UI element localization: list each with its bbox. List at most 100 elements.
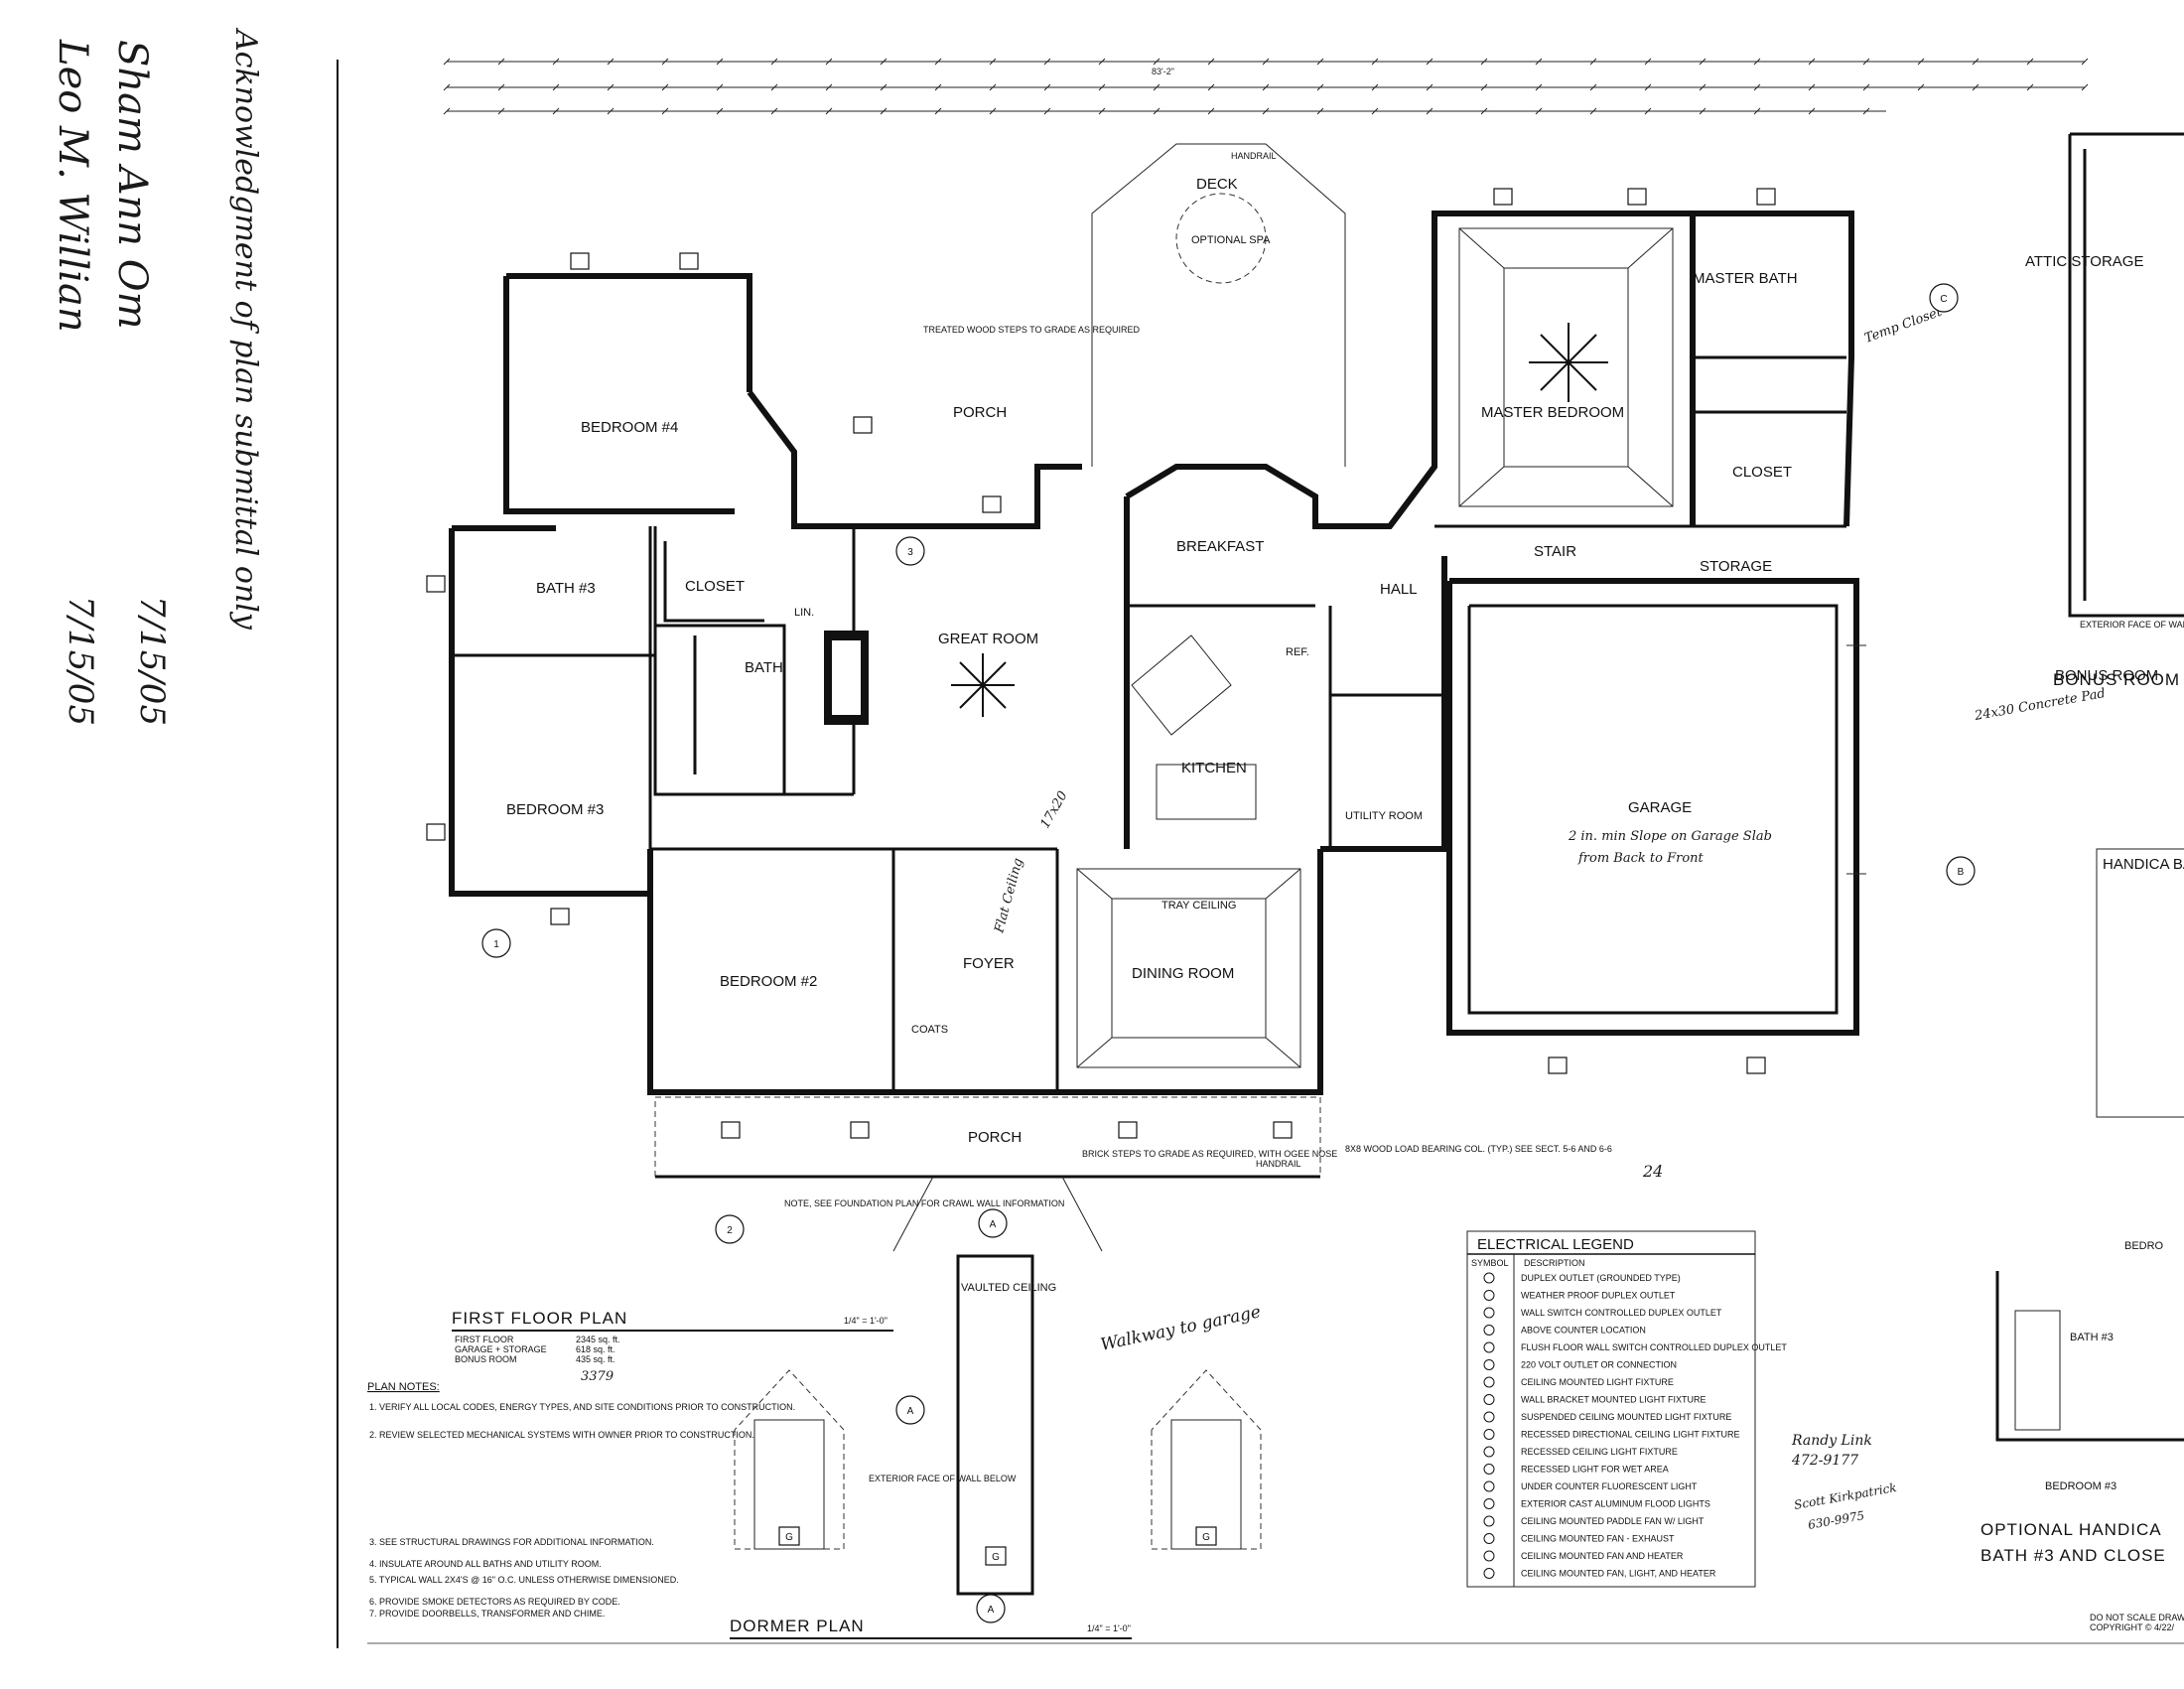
plan-note-7: 7. PROVIDE DOORBELLS, TRANSFORMER AND CH…: [369, 1609, 605, 1619]
suspended-light-icon: [1483, 1411, 1495, 1423]
room-coats: COATS: [911, 1024, 948, 1036]
window-tag: [679, 252, 699, 270]
legend-row: 220 VOLT OUTLET OR CONNECTION: [1483, 1359, 1677, 1370]
switched-outlet-icon: [1483, 1307, 1495, 1319]
plan-note-2: 2. REVIEW SELECTED MECHANICAL SYSTEMS WI…: [369, 1430, 754, 1440]
hw-garage-slope-2: from Back to Front: [1577, 851, 1705, 866]
counter-outlet-icon: [1483, 1325, 1495, 1336]
legend-col-symbol: SYMBOL: [1471, 1258, 1509, 1268]
great-room-paddle-fan-icon: [951, 653, 1015, 717]
plan-note-1: 1. VERIFY ALL LOCAL CODES, ENERGY TYPES,…: [369, 1402, 795, 1412]
legend-label: CEILING MOUNTED FAN - EXHAUST: [1521, 1534, 1675, 1544]
plan-notes: PLAN NOTES: 1. VERIFY ALL LOCAL CODES, E…: [367, 1381, 795, 1619]
room-hall: HALL: [1380, 581, 1418, 598]
room-garage: GARAGE: [1628, 799, 1692, 816]
room-utility: UTILITY ROOM: [1345, 810, 1423, 822]
wall-bracket-light-icon: [1483, 1394, 1495, 1405]
dormer-scale: 1/4" = 1'-0": [1087, 1623, 1131, 1633]
note-handrail-deck: HANDRAIL: [1231, 151, 1277, 161]
title-optional-handicap: OPTIONAL HANDICA: [1980, 1520, 2162, 1539]
title-bath3-closet: BATH #3 AND CLOSE: [1980, 1546, 2166, 1565]
label-vaulted-ceiling: VAULTED CEILING: [961, 1282, 1056, 1294]
hw-walkway: Walkway to garage: [1099, 1302, 1263, 1355]
front-porch: [654, 1096, 1321, 1252]
signature-date-2: 7/15/05: [61, 596, 100, 726]
window-tag: [982, 495, 1002, 513]
svg-text:3: 3: [907, 547, 913, 558]
note-foundation: NOTE, SEE FOUNDATION PLAN FOR CRAWL WALL…: [784, 1198, 1064, 1208]
room-kitchen: KITCHEN: [1181, 760, 1247, 776]
room-bedroom2: BEDROOM #2: [720, 973, 817, 990]
hw-contact-1-phone: 472-9177: [1791, 1453, 1858, 1469]
svg-text:A: A: [990, 1219, 997, 1230]
window-tag: [850, 1121, 870, 1139]
window-tag: [426, 575, 446, 593]
plan-note-5: 5. TYPICAL WALL 2X4'S @ 16" O.C. UNLESS …: [369, 1575, 679, 1585]
legend-label: CEILING MOUNTED FAN, LIGHT, AND HEATER: [1521, 1569, 1716, 1579]
dormer-plan: G VAULTED CEILING G G DORMER PLAN 1/4" =…: [730, 1254, 1262, 1639]
room-lin: LIN.: [794, 607, 814, 619]
window-tag: [1746, 1056, 1766, 1074]
note-wood-col: 8X8 WOOD LOAD BEARING COL. (TYP.) SEE SE…: [1345, 1144, 1612, 1154]
legend-row: RECESSED CEILING LIGHT FIXTURE: [1483, 1446, 1678, 1458]
right-details: BONUS ROOM HANDICA BATH O BATH #3 BEDROO…: [1980, 132, 2184, 1632]
hw-dim-17x20: 17x20: [1037, 788, 1070, 831]
svg-text:G: G: [1202, 1532, 1210, 1543]
room-master-bath: MASTER BATH: [1693, 270, 1798, 287]
label-bath3-small: BATH #3: [2070, 1332, 2114, 1343]
room-porch-front: PORCH: [968, 1129, 1022, 1146]
room-great-room: GREAT ROOM: [938, 631, 1038, 647]
signature-date-1: 7/15/05: [132, 596, 172, 726]
window-tag: [721, 1121, 741, 1139]
signature-1: Sham Ann Om: [109, 40, 155, 330]
weatherproof-outlet-icon: [1483, 1290, 1495, 1301]
fan-heater-icon: [1483, 1550, 1495, 1562]
hw-contact-1-name: Randy Link: [1791, 1433, 1872, 1449]
title-dormer-plan: DORMER PLAN: [730, 1617, 865, 1635]
signature-2: Leo M. Willian: [50, 39, 95, 333]
ceiling-light-icon: [1483, 1376, 1495, 1388]
room-bath3: BATH #3: [536, 580, 596, 597]
legend-col-description: DESCRIPTION: [1524, 1258, 1585, 1268]
legend-label: CEILING MOUNTED FAN AND HEATER: [1521, 1551, 1684, 1561]
title-bonus-room: BONUS ROOM: [2053, 670, 2180, 689]
legend-label: RECESSED DIRECTIONAL CEILING LIGHT FIXTU…: [1521, 1430, 1740, 1440]
interior-walls: [452, 355, 1846, 1092]
legend-row: UNDER COUNTER FLUORESCENT LIGHT: [1483, 1480, 1698, 1492]
legend-label: SUSPENDED CEILING MOUNTED LIGHT FIXTURE: [1521, 1412, 1731, 1422]
hw-contact-2-phone: 630-9975: [1807, 1508, 1865, 1532]
window-tag: [1273, 1121, 1293, 1139]
legend-row: CEILING MOUNTED FAN, LIGHT, AND HEATER: [1483, 1568, 1716, 1579]
room-bedroom4: BEDROOM #4: [581, 419, 678, 436]
legend-label: CEILING MOUNTED LIGHT FIXTURE: [1521, 1377, 1674, 1387]
room-porch-rear: PORCH: [953, 404, 1007, 421]
svg-text:A: A: [907, 1406, 914, 1417]
directional-light-icon: [1483, 1429, 1495, 1440]
legend-label: DUPLEX OUTLET (GROUNDED TYPE): [1521, 1273, 1681, 1283]
svg-text:A: A: [988, 1605, 995, 1616]
legend-row: EXTERIOR CAST ALUMINUM FLOOD LIGHTS: [1483, 1498, 1710, 1509]
duplex-outlet-icon: [1483, 1272, 1495, 1284]
title-first-floor-plan: FIRST FLOOR PLAN: [452, 1309, 627, 1328]
first-floor-scale: 1/4" = 1'-0": [844, 1316, 887, 1326]
note-do-not-scale: DO NOT SCALE DRAWI: [2090, 1613, 2184, 1622]
window-tag: [853, 416, 873, 434]
window-tag: [1548, 1056, 1568, 1074]
garage-doors: [1846, 644, 1866, 875]
note-exterior-face-dormer: EXTERIOR FACE OF WALL BELOW: [869, 1474, 1017, 1483]
legend-row: WALL BRACKET MOUNTED LIGHT FIXTURE: [1483, 1394, 1706, 1405]
legend-label: FLUSH FLOOR WALL SWITCH CONTROLLED DUPLE…: [1521, 1342, 1787, 1352]
window-tag: [1118, 1121, 1138, 1139]
room-dining: DINING ROOM: [1132, 965, 1234, 982]
deck: [1091, 143, 1346, 467]
220v-outlet-icon: [1483, 1359, 1495, 1370]
handwritten-acknowledgment: Acknowledgment of plan submittal only Sh…: [50, 27, 263, 726]
label-bedro-small: BEDRO: [2124, 1240, 2164, 1252]
room-master-bedroom: MASTER BEDROOM: [1481, 404, 1624, 421]
window-tag: [1756, 188, 1776, 206]
hw-concrete-pad: 24x30 Concrete Pad: [1973, 686, 2107, 724]
legend-row: RECESSED DIRECTIONAL CEILING LIGHT FIXTU…: [1483, 1429, 1740, 1440]
legend-label: EXTERIOR CAST ALUMINUM FLOOD LIGHTS: [1521, 1499, 1710, 1509]
legend-label: ABOVE COUNTER LOCATION: [1521, 1326, 1646, 1336]
room-bonus: BONUS ROOM: [2055, 667, 2158, 684]
